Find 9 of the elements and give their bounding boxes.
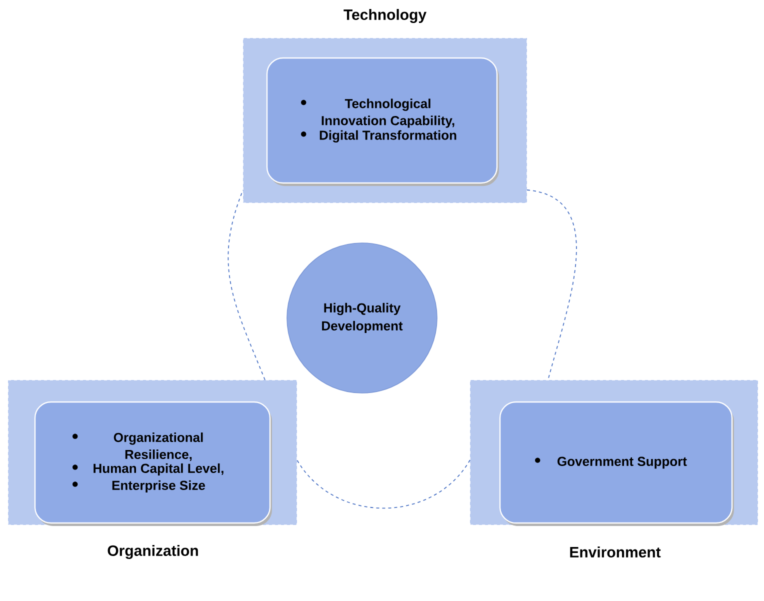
category-heading: Environment [570,546,661,558]
category-heading: Organization [108,544,198,560]
factor-box: Organizational Resilience, Human Capital Level, Enterprise Size [34,401,272,526]
category-heading: Technology [344,8,426,24]
dashed-connector [228,190,266,380]
dashed-connector [526,190,577,380]
factor-box: Technological Innovation Capability, Digital Transformation [266,57,499,186]
dashed-connector [296,460,470,509]
factor-box: Government Support [499,401,734,526]
